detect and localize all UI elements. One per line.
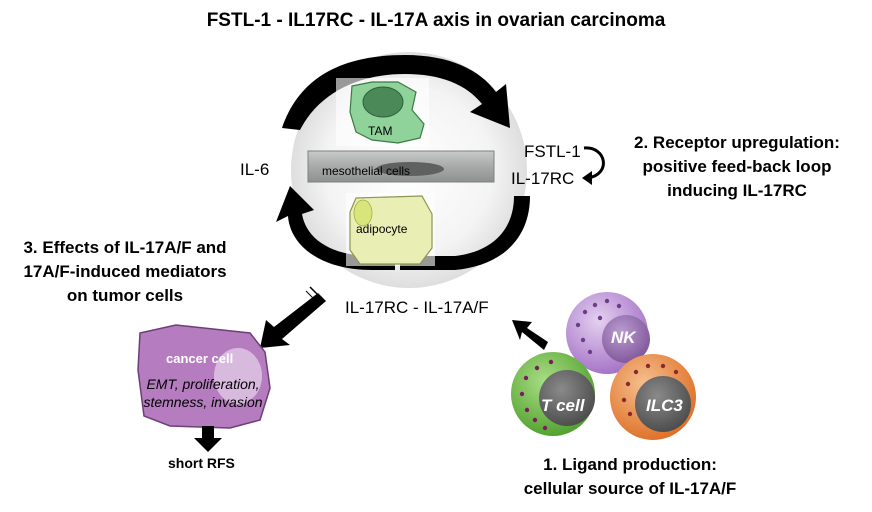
receptor-upregulation-text: 2. Receptor upregulation: positive feed-… — [612, 131, 862, 203]
cancer-effects-text: EMT, proliferation, stemness, invasion — [108, 375, 298, 411]
effects-arrow-hatch-1 — [309, 286, 323, 300]
effects-arrow-hatch-2 — [305, 290, 319, 304]
effects-line1: 3. Effects of IL-17A/F and — [23, 238, 227, 257]
effects-line3: on tumor cells — [66, 286, 184, 305]
effects-text: 3. Effects of IL-17A/F and 17A/F-induced… — [0, 236, 250, 308]
effects-line2: 17A/F-induced mediators — [23, 262, 227, 281]
il17rc-label: IL-17RC — [511, 169, 575, 188]
effects-arrow — [260, 293, 326, 348]
cancer-cell-label: cancer cell — [166, 351, 234, 366]
t-cell — [511, 352, 595, 436]
ilc3-label: ILC3 — [646, 396, 683, 415]
mesothelial-label: mesothelial cells — [322, 164, 411, 178]
diagram-title: FSTL-1 - IL17RC - IL-17A axis in ovarian… — [206, 10, 666, 31]
adipocyte-nucleus — [353, 199, 373, 227]
ilc3-cell — [610, 354, 696, 440]
receptor-upregulation-line3: inducing IL-17RC — [667, 181, 807, 200]
cancer-effects-line2: stemness, invasion — [143, 394, 263, 410]
ligand-line2: cellular source of IL-17A/F — [523, 479, 737, 498]
feedback-arrow — [583, 146, 605, 180]
nk-label: NK — [611, 328, 636, 347]
cycle-arrows — [276, 55, 530, 270]
tcell-label: T cell — [541, 396, 585, 415]
arrow-left — [276, 186, 395, 270]
mesothelial-nucleus — [376, 162, 444, 176]
receptor-upregulation-line1: 2. Receptor upregulation: — [634, 133, 840, 152]
arrow-right — [400, 196, 530, 270]
ligand-production-text: 1. Ligand production: cellular source of… — [470, 453, 790, 501]
receptor-upregulation-line2: positive feed-back loop — [642, 157, 832, 176]
cancer-nucleus — [214, 348, 262, 404]
rfs-arrow — [194, 426, 222, 452]
nk-cell — [566, 292, 650, 374]
tam-label: TAM — [368, 124, 393, 138]
ligand-arrow — [512, 320, 548, 350]
short-rfs-label: short RFS — [168, 455, 235, 471]
tam-nucleus — [362, 86, 404, 118]
arrow-top — [282, 55, 510, 130]
feedback-arrowhead — [582, 171, 592, 185]
ligand-line1: 1. Ligand production: — [543, 455, 717, 474]
cancer-effects-line1: EMT, proliferation, — [146, 376, 260, 392]
adipocyte-label: adipocyte — [356, 222, 408, 236]
fstl1-label: FSTL-1 — [524, 142, 581, 161]
receptor-pair-label: IL-17RC - IL-17A/F — [345, 298, 489, 317]
il6-label: IL-6 — [240, 160, 270, 179]
